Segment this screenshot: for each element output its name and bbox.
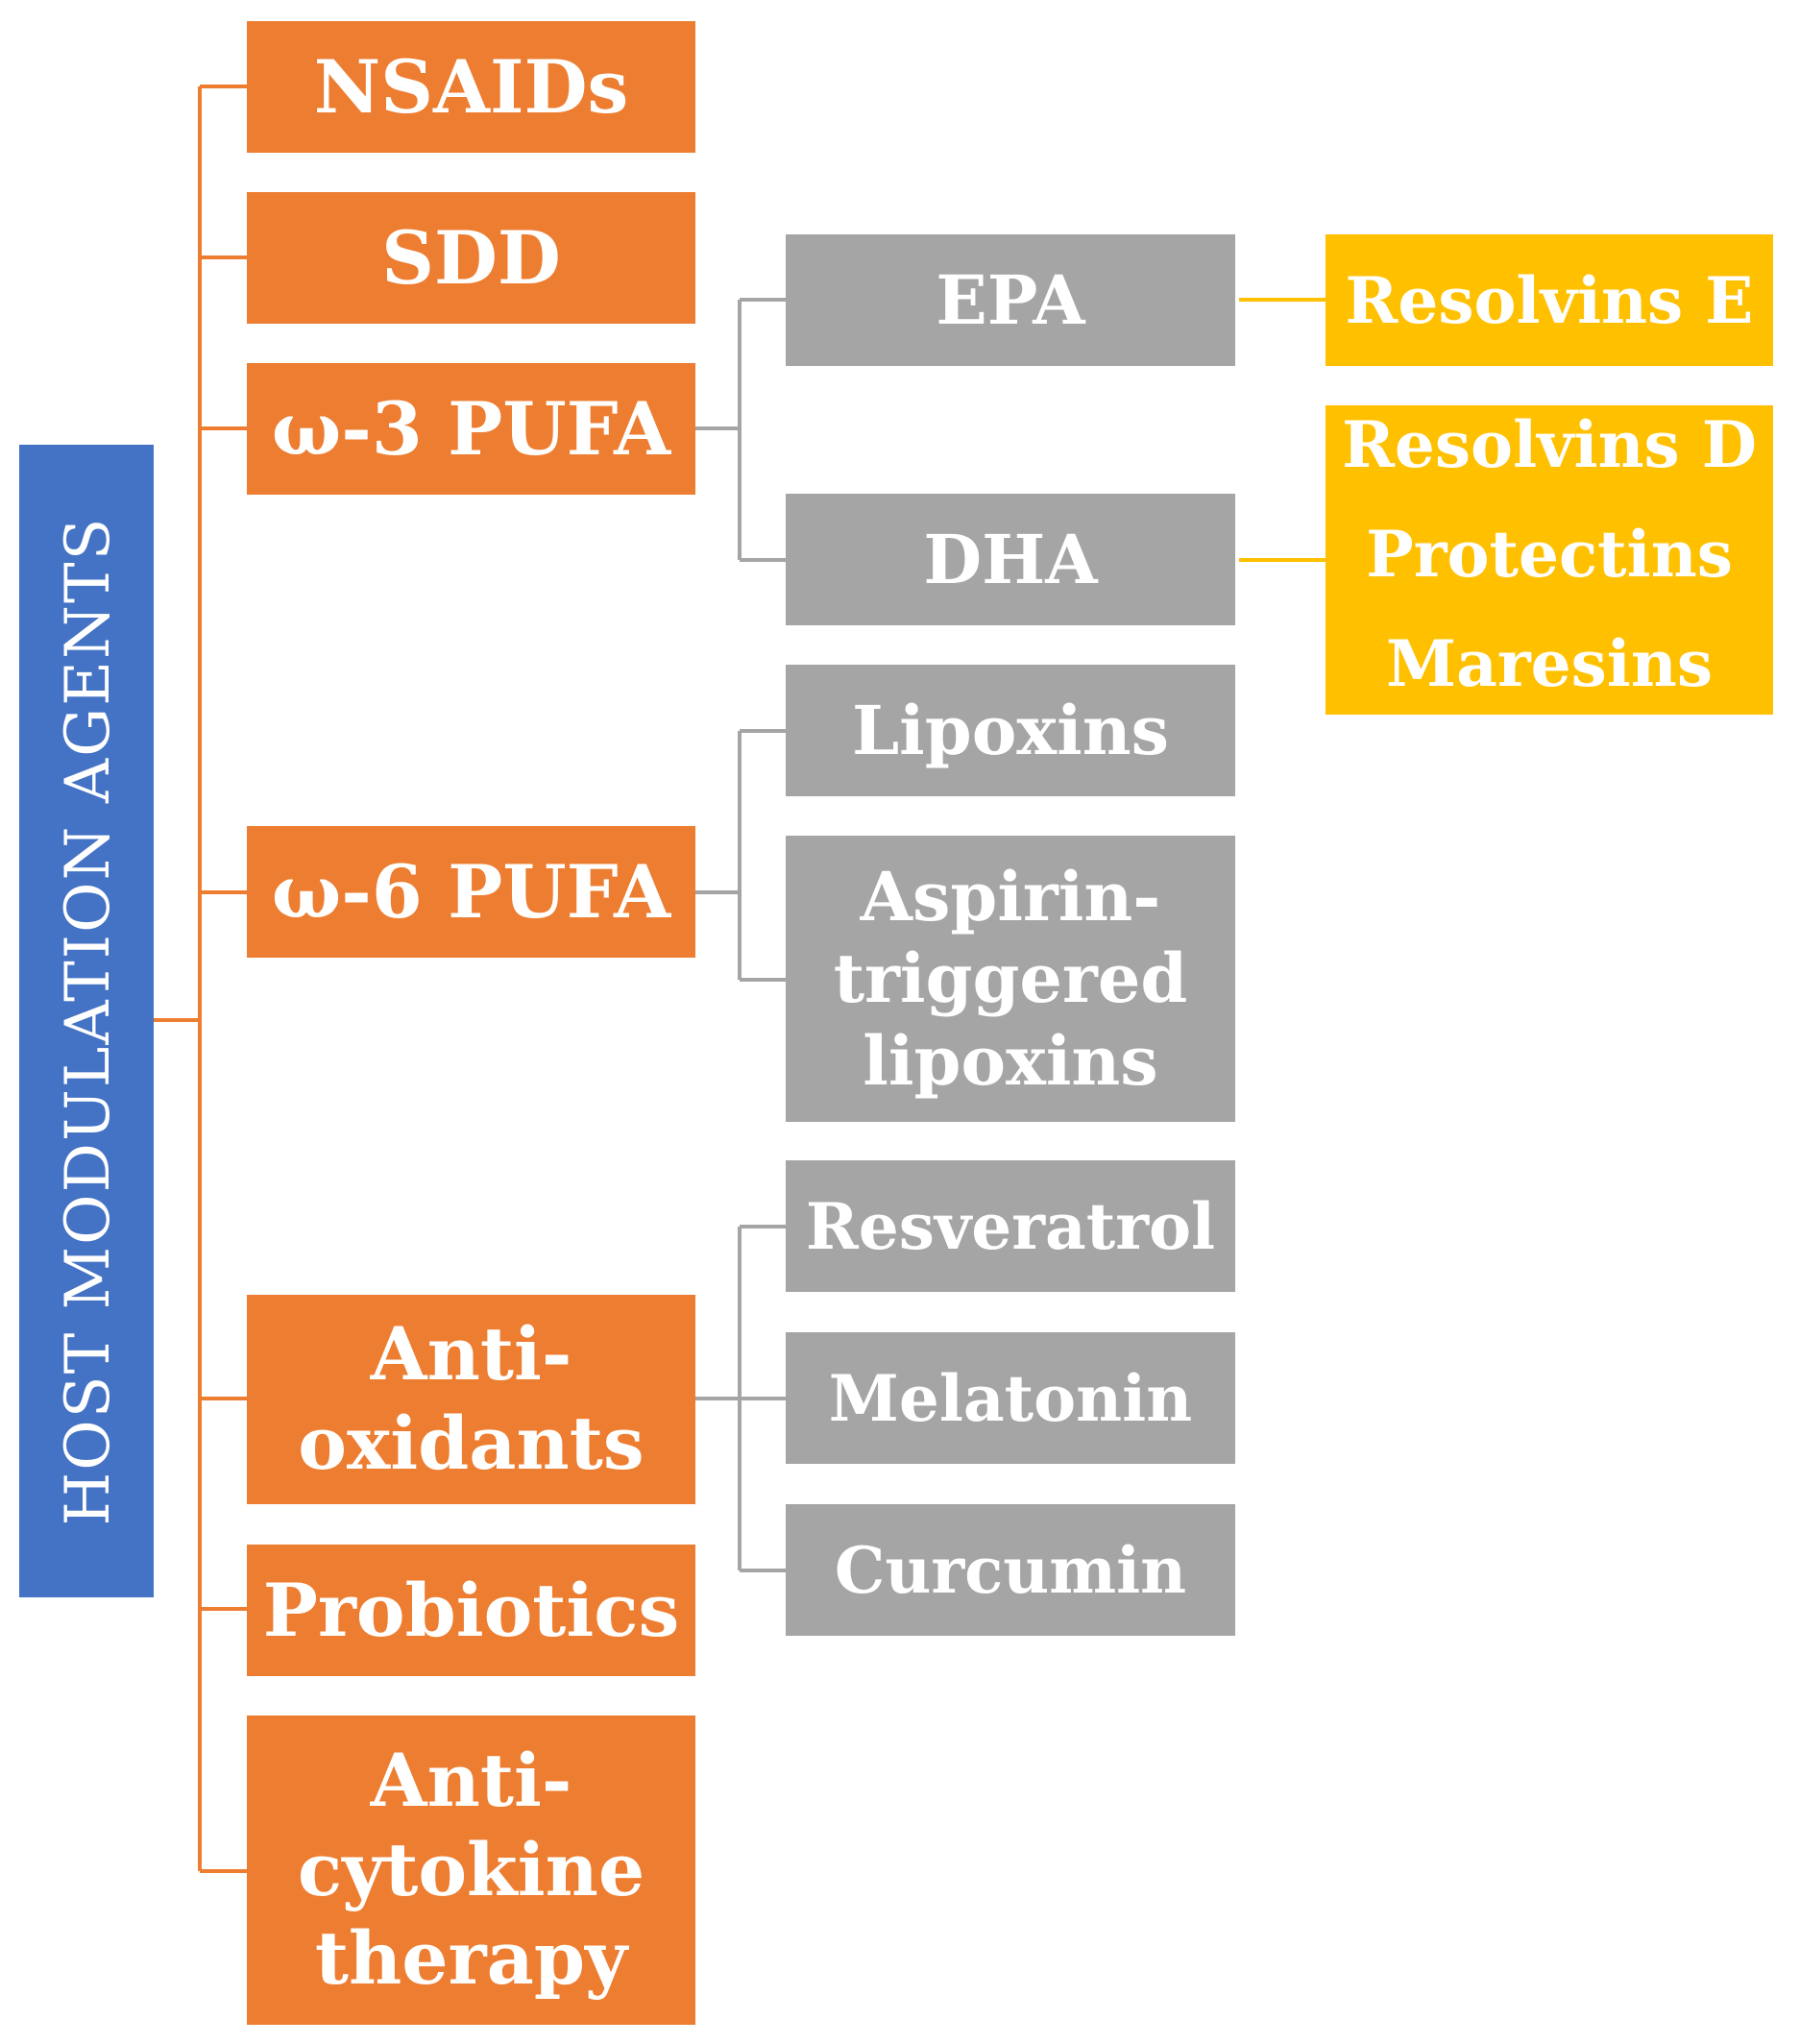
node-lipoxins: Lipoxins (786, 665, 1235, 796)
node-resveratrol-label: Resveratrol (805, 1188, 1216, 1264)
node-antioxidants-label: Anti- oxidants (298, 1311, 645, 1486)
node-epa-label: EPA (936, 260, 1085, 340)
node-lipoxins-label: Lipoxins (851, 691, 1170, 770)
mediator-maresins-label: Maresins (1386, 626, 1713, 701)
node-resveratrol: Resveratrol (786, 1160, 1235, 1292)
node-melatonin-label: Melatonin (828, 1360, 1193, 1436)
level3-connectors (1239, 298, 1326, 562)
node-anticytokine-therapy-label: Anti- cytokine therapy (297, 1737, 645, 2002)
node-dha: DHA (786, 494, 1235, 625)
node-nsaids: NSAIDs (247, 21, 695, 153)
node-dha-mediators: Resolvins D Protectins Maresins (1326, 405, 1773, 715)
level2-connectors (695, 298, 786, 1572)
node-omega3-pufa-label: ω-3 PUFA (271, 386, 671, 472)
node-omega3-pufa: ω-3 PUFA (247, 363, 695, 495)
node-curcumin-label: Curcumin (834, 1532, 1187, 1608)
node-omega6-pufa-label: ω-6 PUFA (271, 849, 671, 935)
node-probiotics: Probiotics (247, 1545, 695, 1676)
node-sdd-label: SDD (381, 215, 561, 301)
node-anticytokine-therapy: Anti- cytokine therapy (247, 1716, 695, 2025)
node-sdd: SDD (247, 192, 695, 324)
node-aspirin-triggered-lipoxins-label: Aspirin- triggered lipoxins (833, 856, 1188, 1101)
root-connectors (154, 85, 247, 1873)
node-omega6-pufa: ω-6 PUFA (247, 826, 695, 958)
node-epa: EPA (786, 234, 1235, 366)
node-melatonin: Melatonin (786, 1332, 1235, 1464)
root-label: HOST MODULATION AGENTS (53, 516, 124, 1526)
node-probiotics-label: Probiotics (262, 1568, 680, 1653)
node-resolvins-e-label: Resolvins E (1345, 262, 1754, 338)
node-antioxidants: Anti- oxidants (247, 1295, 695, 1504)
mediator-resolvins-d-label: Resolvins D (1342, 407, 1757, 482)
mediator-protectins-label: Protectins (1366, 517, 1733, 592)
node-aspirin-triggered-lipoxins: Aspirin- triggered lipoxins (786, 836, 1235, 1122)
node-resolvins-e: Resolvins E (1326, 234, 1773, 366)
root-node (19, 445, 154, 1597)
node-dha-label: DHA (923, 520, 1098, 599)
node-curcumin: Curcumin (786, 1504, 1235, 1636)
node-nsaids-label: NSAIDs (313, 44, 629, 130)
